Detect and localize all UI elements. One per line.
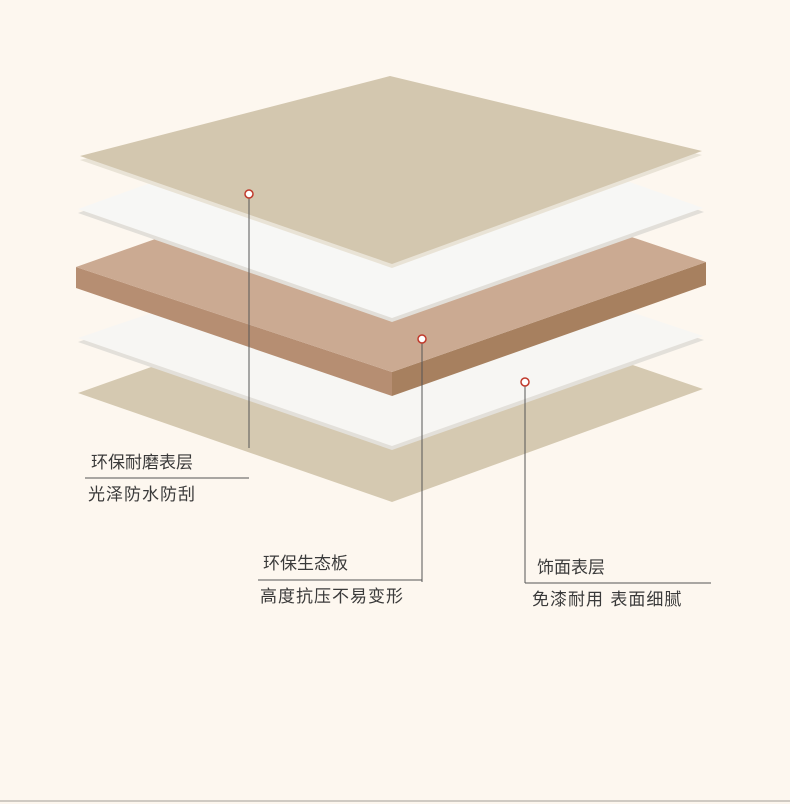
callout-3-subtitle: 免漆耐用 表面细腻 bbox=[532, 590, 683, 610]
callout-1-subtitle: 光泽防水防刮 bbox=[88, 485, 196, 505]
core-board-side bbox=[392, 262, 706, 396]
callout-3-title: 饰面表层 bbox=[537, 558, 605, 578]
top-beige-layer bbox=[80, 76, 702, 264]
core-board-front bbox=[76, 267, 392, 396]
callout-2-subtitle: 高度抗压不易变形 bbox=[260, 587, 404, 607]
bottom-divider bbox=[0, 800, 790, 802]
callout-1-title: 环保耐磨表层 bbox=[91, 453, 193, 473]
callout-2-title: 环保生态板 bbox=[263, 554, 348, 574]
callout-dot-2 bbox=[417, 334, 427, 344]
callout-dot-3 bbox=[520, 377, 530, 387]
callout-dot-1 bbox=[244, 189, 254, 199]
